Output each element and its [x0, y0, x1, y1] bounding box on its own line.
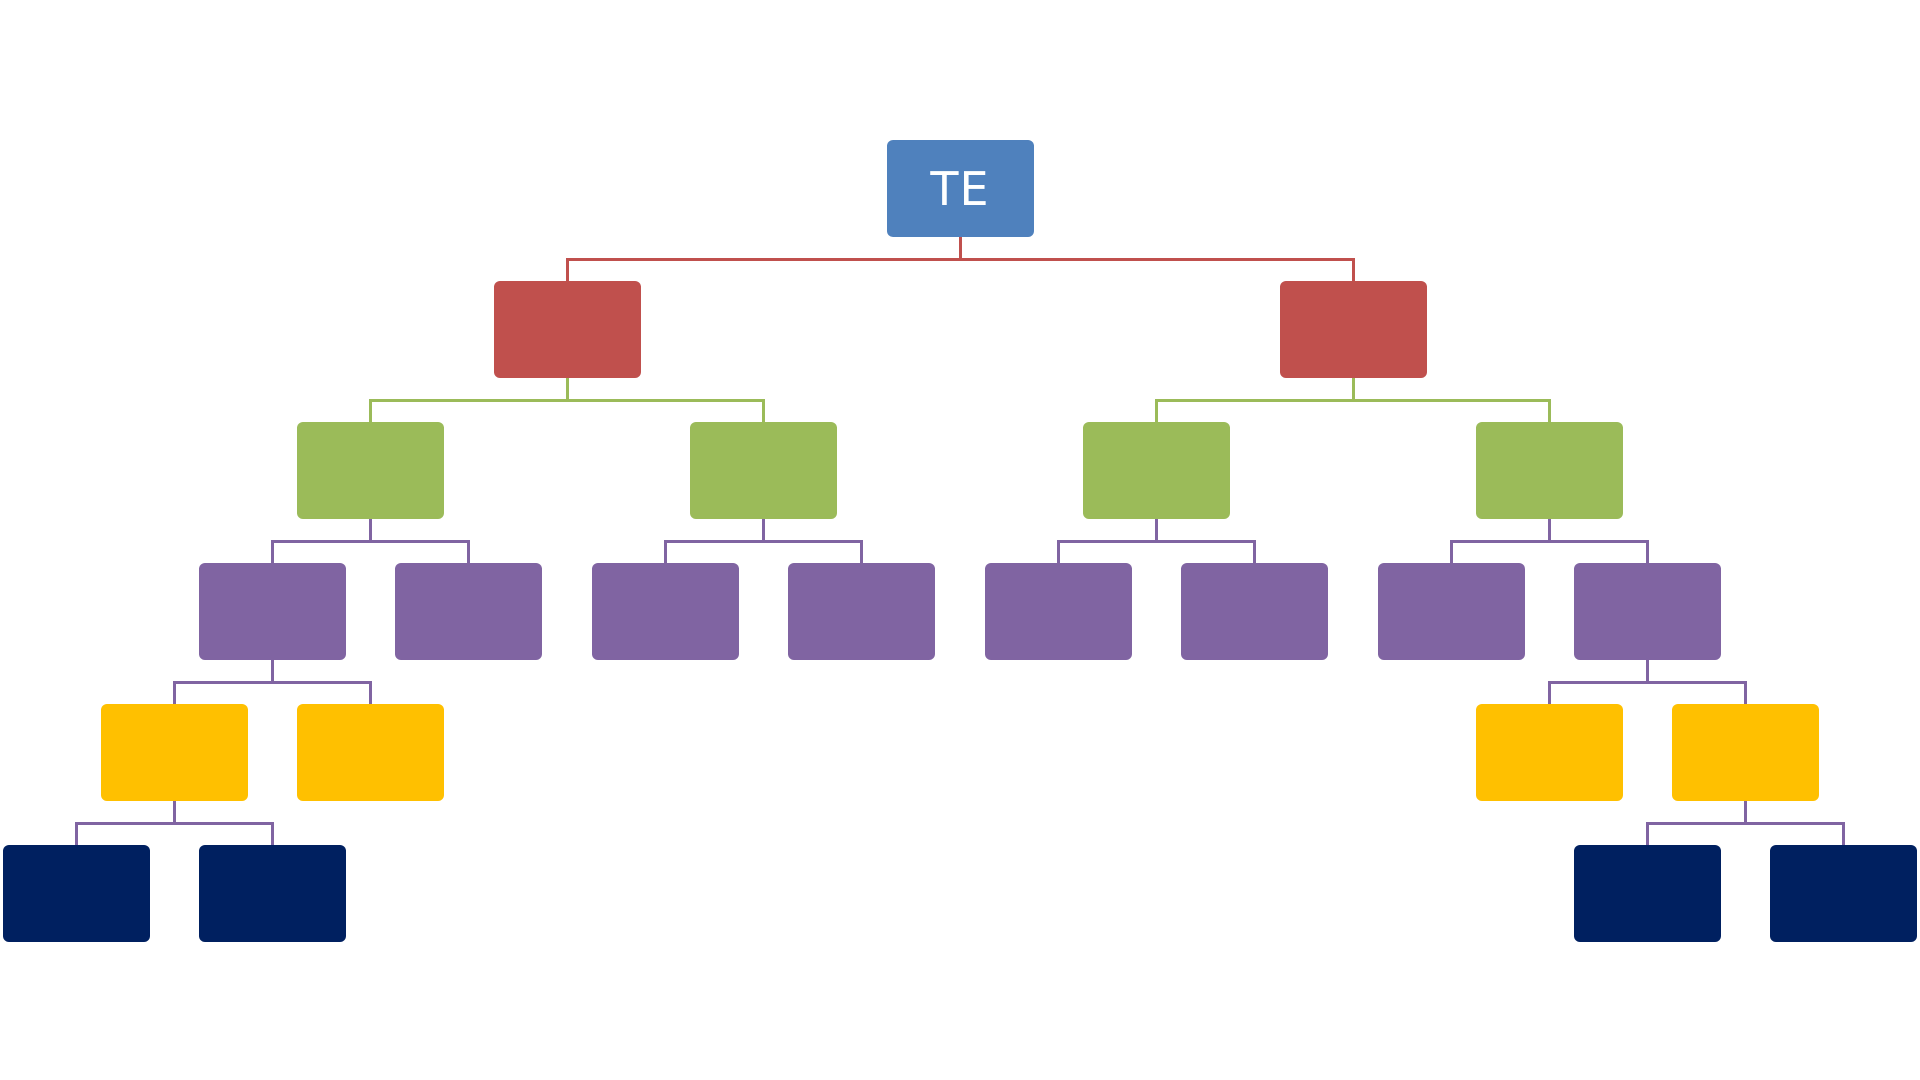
connector-bar — [1057, 539, 1256, 543]
tree-node-level-2 — [297, 422, 444, 519]
tree-node-level-4 — [101, 704, 248, 801]
tree-node-level-3 — [199, 563, 346, 660]
tree-node-level-3 — [1181, 563, 1328, 660]
connector-stem — [271, 660, 274, 682]
tree-node-level-3 — [1574, 563, 1721, 660]
connector-stem — [1351, 378, 1355, 400]
connector-drop — [664, 541, 667, 563]
connector-drop — [467, 541, 470, 563]
connector-drop — [173, 682, 176, 704]
connector-drop — [271, 541, 274, 563]
connector-drop — [369, 682, 372, 704]
tree-node-level-4 — [297, 704, 444, 801]
connector-stem — [1646, 660, 1649, 682]
tree-node-level-3 — [395, 563, 542, 660]
connector-stem — [1548, 519, 1551, 541]
connector-drop — [1253, 541, 1256, 563]
connector-stem — [1155, 519, 1158, 541]
tree-node-level-1 — [493, 281, 641, 378]
connector-drop — [1548, 400, 1551, 422]
connector-bar — [1155, 398, 1551, 402]
connector-bar — [369, 398, 765, 402]
connector-drop — [1646, 823, 1649, 845]
connector-drop — [762, 400, 765, 422]
connector-stem — [762, 519, 765, 541]
tree-node-level-3 — [1378, 563, 1525, 660]
connector-bar — [75, 821, 274, 825]
tree-node-level-2 — [1476, 422, 1623, 519]
connector-drop — [369, 400, 372, 422]
tree-node-level-5 — [199, 845, 346, 942]
connector-stem — [565, 378, 569, 400]
connector-drop — [1646, 541, 1649, 563]
connector-drop — [1548, 682, 1551, 704]
tree-node-level-2 — [1083, 422, 1230, 519]
tree-node-level-5 — [1770, 845, 1917, 942]
connector-stem — [1744, 801, 1747, 823]
tree-node-level-3 — [592, 563, 739, 660]
tree-node-level-5 — [3, 845, 150, 942]
tree-node-level-4 — [1476, 704, 1623, 801]
connector-bar — [565, 257, 1355, 261]
connector-drop — [1155, 400, 1158, 422]
tree-node-level-3 — [788, 563, 935, 660]
connector-stem — [173, 801, 176, 823]
tree-node-level-3 — [985, 563, 1132, 660]
connector-bar — [1548, 680, 1747, 684]
connector-drop — [1842, 823, 1845, 845]
connector-bar — [173, 680, 372, 684]
connector-drop — [1351, 259, 1355, 281]
connector-drop — [1057, 541, 1060, 563]
tree-node-level-4 — [1672, 704, 1819, 801]
connector-bar — [1450, 539, 1649, 543]
connector-drop — [271, 823, 274, 845]
connector-stem — [369, 519, 372, 541]
connector-drop — [1450, 541, 1453, 563]
connector-bar — [664, 539, 863, 543]
connector-drop — [565, 259, 569, 281]
connector-drop — [75, 823, 78, 845]
connector-drop — [1744, 682, 1747, 704]
connector-drop — [860, 541, 863, 563]
tree-node-level-2 — [690, 422, 837, 519]
connector-stem — [958, 237, 962, 259]
tree-node-level-1 — [1279, 281, 1427, 378]
tree-node-level-5 — [1574, 845, 1721, 942]
connector-bar — [271, 539, 470, 543]
connector-bar — [1646, 821, 1845, 825]
root-node: TE — [886, 140, 1034, 237]
